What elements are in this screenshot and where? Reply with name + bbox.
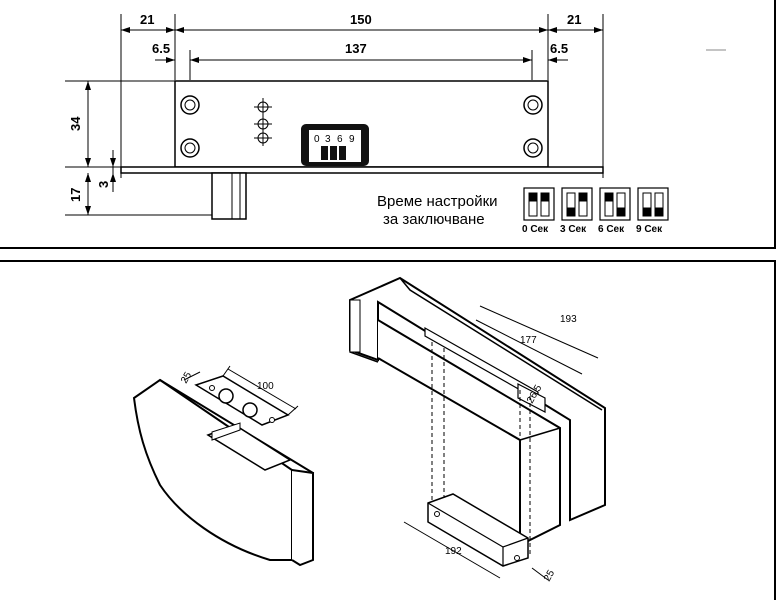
top-panel-frame [0, 0, 776, 249]
dim-left-margin: 21 [140, 12, 154, 27]
dim-right-margin: 21 [567, 12, 581, 27]
switch-setting-icons [523, 187, 669, 221]
bolt-width-dim: 25 [542, 568, 557, 584]
switch-digit-0: 0 [314, 134, 320, 145]
door-frame-drawing [349, 276, 606, 581]
switch-digit-6: 6 [337, 134, 343, 145]
frame-inner-dim: 177 [520, 335, 537, 346]
switch-digit-3: 3 [325, 134, 331, 145]
legend-line-2: за заключване [383, 211, 485, 228]
dip-switch-block [301, 124, 369, 166]
setting-label-0: 0 Сек [522, 224, 549, 235]
bottom-panel-frame [0, 260, 776, 600]
dim-total-width: 150 [350, 12, 372, 27]
dim-height: 34 [68, 116, 83, 131]
setting-label-6: 6 Сек [598, 224, 625, 235]
switch-digit-9: 9 [349, 134, 355, 145]
front-view-drawing [65, 14, 604, 220]
bolt-length-dim: 192 [445, 546, 462, 557]
dim-bolt-height: 17 [68, 188, 83, 202]
setting-label-9: 9 Сек [636, 224, 663, 235]
frame-outer-dim: 193 [560, 314, 577, 325]
legend-line-1: Време настройки [377, 193, 498, 210]
strike-length-dim: 100 [257, 381, 274, 392]
dim-right-offset: 6.5 [550, 41, 568, 56]
dim-plate: 3 [96, 181, 111, 188]
setting-label-3: 3 Сек [560, 224, 587, 235]
dimension-arrows [85, 27, 603, 215]
door-leaf-drawing [132, 365, 315, 567]
strike-width-dim: 25 [179, 370, 194, 386]
dim-left-offset: 6.5 [152, 41, 170, 56]
dim-inner-width: 137 [345, 41, 367, 56]
